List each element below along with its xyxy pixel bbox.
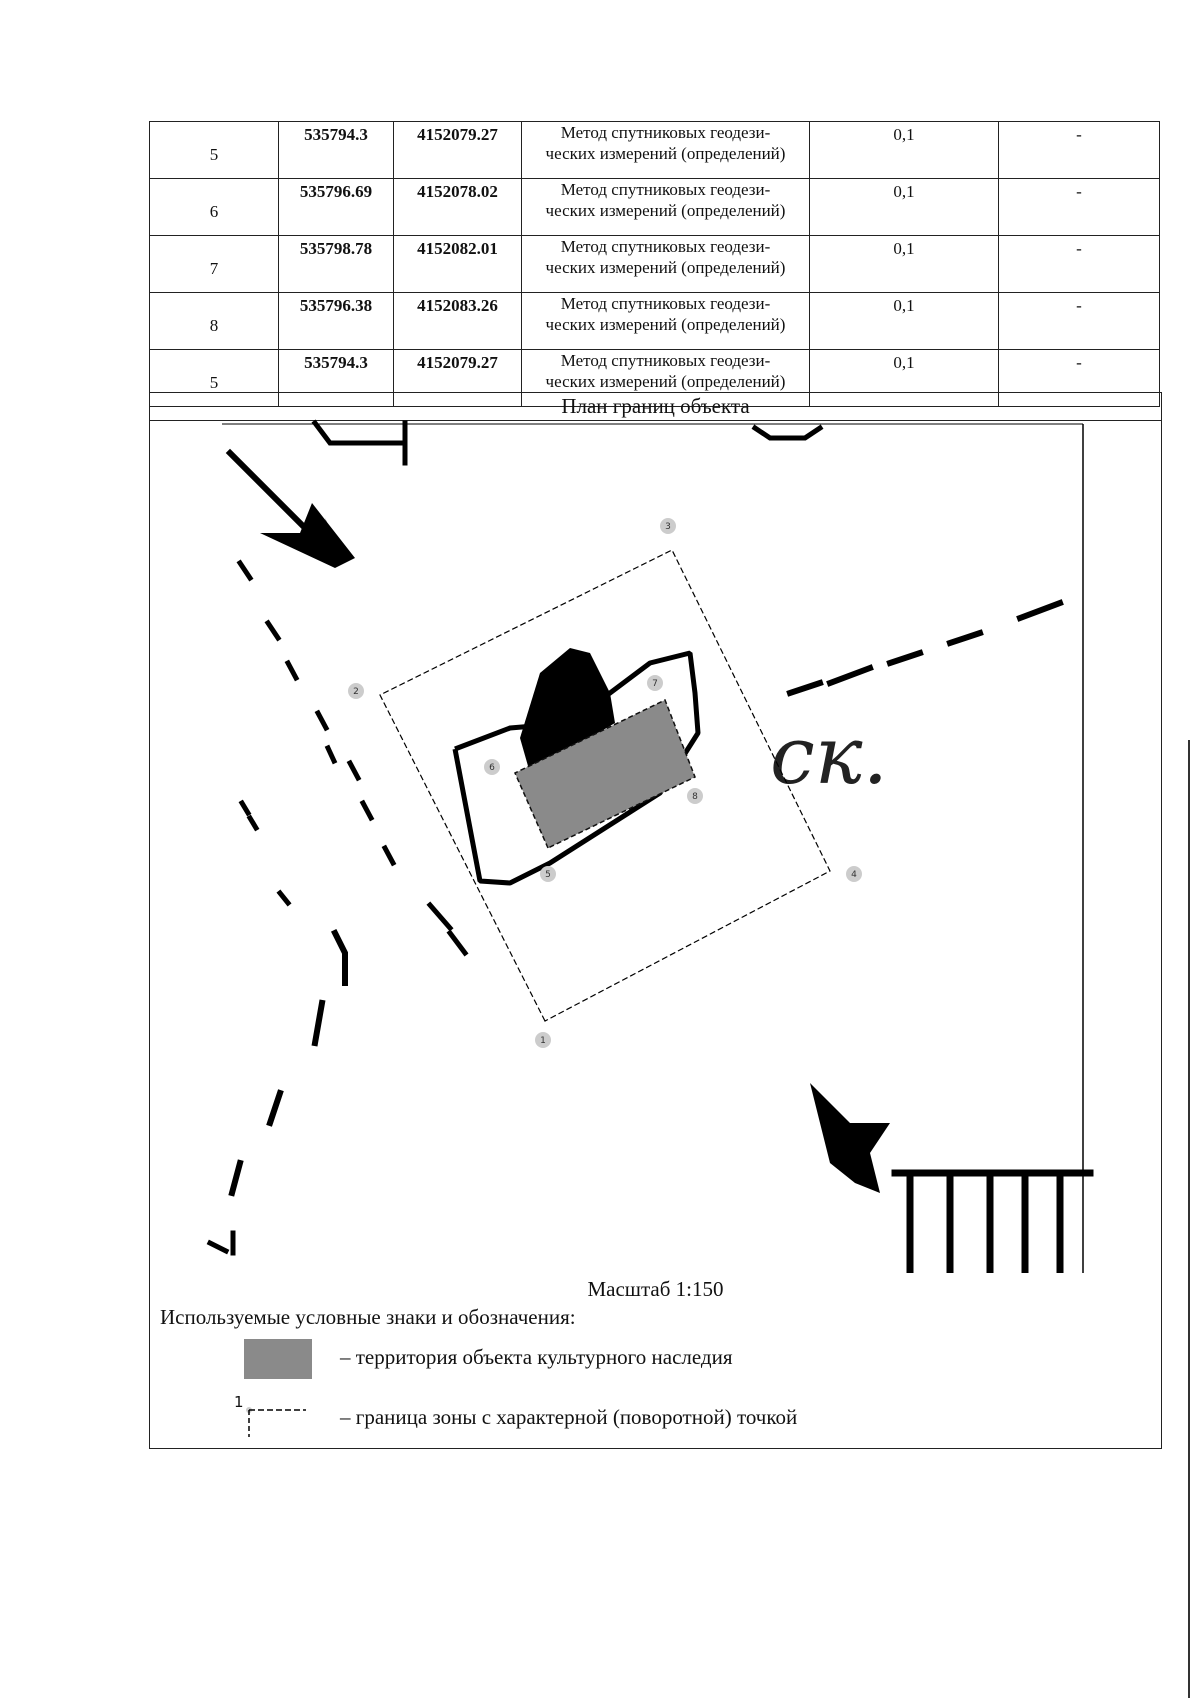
north-arrow-icon bbox=[260, 503, 355, 568]
legend-heritage-text: – территория объекта культурного наследи… bbox=[340, 1345, 733, 1369]
point-number: 5 bbox=[149, 121, 279, 179]
accuracy: 0,1 bbox=[809, 349, 999, 407]
svg-text:7: 7 bbox=[652, 679, 658, 689]
table-row: 5 535794.3 4152079.27 Метод спутниковых … bbox=[149, 121, 1160, 179]
dashed-road bbox=[236, 559, 397, 867]
method-line-2: ческих измерений (определений) bbox=[545, 144, 786, 163]
x-coordinate: 535796.69 bbox=[278, 178, 394, 236]
point-marker-3: 3 bbox=[660, 518, 676, 534]
plan-frame: План границ объекта ск. bbox=[149, 392, 1162, 1449]
legend-boundary-sample: 1 bbox=[234, 1393, 306, 1437]
accuracy: 0,1 bbox=[809, 235, 999, 293]
map-scale: Масштаб 1:150 bbox=[587, 1277, 724, 1301]
legend-heritage-swatch bbox=[244, 1339, 312, 1379]
plan-title: План границ объекта bbox=[150, 393, 1161, 421]
svg-text:2: 2 bbox=[353, 687, 359, 697]
point-marker-2: 2 bbox=[348, 683, 364, 699]
method-line-2: ческих измерений (определений) bbox=[545, 258, 786, 277]
x-coordinate: 535796.38 bbox=[278, 292, 394, 350]
method-cell: Метод спутниковых геодези-ческих измерен… bbox=[521, 178, 810, 236]
base-map-features bbox=[206, 419, 1094, 1273]
direction-arrow-icon bbox=[810, 1083, 890, 1193]
heritage-territory bbox=[514, 698, 696, 850]
point-marker-6: 6 bbox=[484, 759, 500, 775]
accuracy: 0,1 bbox=[809, 121, 999, 179]
boundary-map: ск. 1 2 3 4 5 6 7 8 bbox=[206, 419, 1094, 1273]
extra-cell: - bbox=[998, 178, 1160, 236]
accuracy: 0,1 bbox=[809, 178, 999, 236]
method-line-2: ческих измерений (определений) bbox=[545, 201, 786, 220]
legend-point-number: 1 bbox=[234, 1393, 244, 1411]
curved-dash bbox=[228, 928, 348, 1197]
method-line-1: Метод спутниковых геодези- bbox=[560, 294, 771, 313]
dashed-path bbox=[238, 799, 292, 907]
page-edge-line bbox=[1188, 740, 1190, 1698]
zone-boundary bbox=[379, 549, 831, 1022]
method-line-1: Метод спутниковых геодези- bbox=[560, 351, 771, 370]
extra-cell: - bbox=[998, 292, 1160, 350]
building-corner bbox=[311, 419, 408, 466]
x-coordinate: 535798.78 bbox=[278, 235, 394, 293]
method-cell: Метод спутниковых геодези-ческих измерен… bbox=[521, 121, 810, 179]
svg-text:4: 4 bbox=[851, 870, 857, 880]
fence bbox=[891, 1169, 1094, 1273]
point-number: 5 bbox=[149, 349, 279, 407]
method-line-1: Метод спутниковых геодези- bbox=[560, 180, 771, 199]
method-cell: Метод спутниковых геодези-ческих измерен… bbox=[521, 292, 810, 350]
point-number: 7 bbox=[149, 235, 279, 293]
legend-title: Используемые условные знаки и обозначени… bbox=[160, 1305, 576, 1329]
extra-cell: - bbox=[998, 349, 1160, 407]
method-line-2: ческих измерений (определений) bbox=[545, 372, 786, 391]
point-number: 8 bbox=[149, 292, 279, 350]
coordinates-table: 5 535794.3 4152079.27 Метод спутниковых … bbox=[149, 121, 1160, 407]
legend-boundary-text: – граница зоны с характерной (поворотной… bbox=[340, 1405, 798, 1429]
svg-text:5: 5 bbox=[545, 870, 551, 880]
y-coordinate: 4152079.27 bbox=[393, 121, 522, 179]
table-row: 8 535796.38 4152083.26 Метод спутниковых… bbox=[149, 292, 1160, 350]
dashed-path-2 bbox=[426, 901, 469, 957]
point-number: 6 bbox=[149, 178, 279, 236]
extra-cell: - bbox=[998, 121, 1160, 179]
x-coordinate: 535794.3 bbox=[278, 121, 394, 179]
svg-text:8: 8 bbox=[692, 792, 698, 802]
dashed-line-east bbox=[786, 599, 1064, 697]
svg-text:6: 6 bbox=[489, 763, 495, 773]
table-row: 6 535796.69 4152078.02 Метод спутниковых… bbox=[149, 178, 1160, 236]
method-line-1: Метод спутниковых геодези- bbox=[560, 123, 771, 142]
y-coordinate: 4152078.02 bbox=[393, 178, 522, 236]
extra-cell: - bbox=[998, 235, 1160, 293]
building-edge bbox=[751, 424, 824, 441]
table-row: 5 535794.3 4152079.27 Метод спутниковых … bbox=[149, 349, 1160, 407]
point-marker-4: 4 bbox=[846, 866, 862, 882]
road-edge bbox=[225, 448, 315, 538]
point-marker-5: 5 bbox=[540, 866, 556, 882]
point-markers: 1 2 3 4 5 6 7 8 bbox=[348, 518, 862, 1048]
y-coordinate: 4152083.26 bbox=[393, 292, 522, 350]
building-roof bbox=[520, 648, 615, 773]
point-marker-7: 7 bbox=[647, 675, 663, 691]
method-cell: Метод спутниковых геодези-ческих измерен… bbox=[521, 349, 810, 407]
accuracy: 0,1 bbox=[809, 292, 999, 350]
table-row: 7 535798.78 4152082.01 Метод спутниковых… bbox=[149, 235, 1160, 293]
point-marker-1: 1 bbox=[535, 1032, 551, 1048]
method-cell: Метод спутниковых геодези-ческих измерен… bbox=[521, 235, 810, 293]
svg-text:3: 3 bbox=[665, 522, 671, 532]
point-marker-8: 8 bbox=[687, 788, 703, 804]
method-line-2: ческих измерений (определений) bbox=[545, 315, 786, 334]
corner-mark bbox=[206, 1230, 236, 1256]
svg-text:1: 1 bbox=[540, 1036, 546, 1046]
method-line-1: Метод спутниковых геодези- bbox=[560, 237, 771, 256]
map-label-text: ск. bbox=[770, 709, 888, 802]
y-coordinate: 4152082.01 bbox=[393, 235, 522, 293]
